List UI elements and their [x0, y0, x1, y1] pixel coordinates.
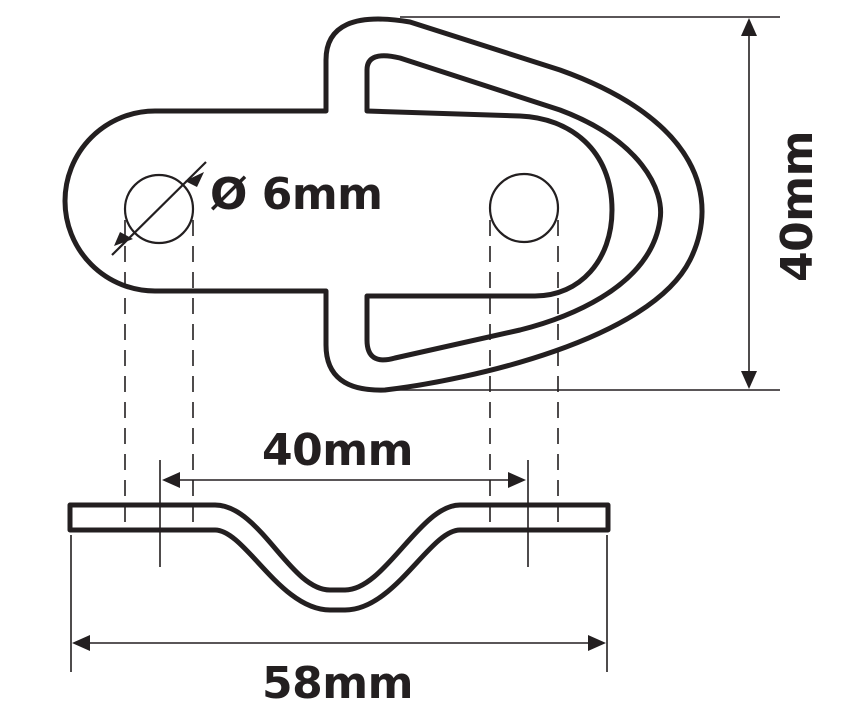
- plate-outline: [62, 16, 705, 393]
- side-profile-outline: [67, 502, 611, 613]
- hole-diameter-label: Ø 6mm: [210, 169, 383, 220]
- hole-left: [123, 173, 195, 245]
- side-view: [67, 460, 611, 672]
- hole-spacing-label: 40mm: [262, 425, 413, 476]
- overall-length-label: 58mm: [262, 658, 413, 709]
- arrow-down-icon: [741, 371, 757, 389]
- projection-lines: [124, 220, 559, 530]
- arrow-right-icon: [588, 635, 606, 651]
- arrow-right-icon: [508, 472, 526, 488]
- arrow-icon: [114, 232, 133, 246]
- height-label: 40mm: [772, 131, 823, 282]
- arrow-up-icon: [741, 18, 757, 36]
- arrow-left-icon: [162, 472, 180, 488]
- top-view: [62, 16, 780, 393]
- arrow-icon: [185, 172, 204, 187]
- arrow-left-icon: [72, 635, 90, 651]
- loop-inner-outline: [364, 53, 664, 363]
- hole-right: [488, 172, 560, 244]
